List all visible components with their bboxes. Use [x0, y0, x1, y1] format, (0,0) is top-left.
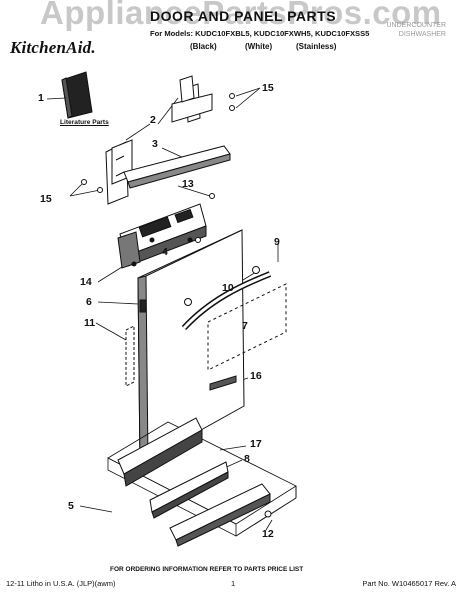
control-panel-assembly: [117, 203, 207, 269]
color-label-white: (White): [245, 42, 273, 51]
callout-5: 5: [68, 500, 74, 512]
callout-16: 16: [250, 370, 262, 382]
callout-8: 8: [244, 453, 250, 465]
toe-panel-parts: [117, 417, 272, 547]
screws: [81, 93, 235, 243]
ordering-note: FOR ORDERING INFORMATION REFER TO PARTS …: [110, 566, 304, 573]
callout-11: 11: [84, 317, 96, 329]
callout-15a: 15: [262, 82, 274, 94]
insulation-sheet: [125, 325, 135, 387]
toe-panel-outline: [107, 421, 297, 537]
callout-4: 4: [162, 246, 168, 258]
callout-13: 13: [182, 178, 194, 190]
model-list: For Models: KUDC10FXBL5, KUDC10FXWH5, KU…: [150, 29, 370, 38]
callout-1: 1: [38, 92, 44, 104]
callout-14: 14: [80, 276, 92, 288]
callout-2: 2: [150, 114, 156, 126]
appliance-type-line-2: DISHWASHER: [398, 31, 446, 38]
callout-17: 17: [250, 438, 262, 450]
literature-parts-label: Literature Parts: [60, 119, 109, 126]
color-label-black: (Black): [190, 42, 217, 51]
rating-label: [209, 375, 237, 391]
brand-logo: KitchenAid.: [10, 38, 96, 57]
callout-15b: 15: [40, 193, 52, 205]
appliance-type-line-1: UNDERCOUNTER: [386, 22, 447, 29]
door-handle: [181, 266, 287, 371]
page-title: DOOR AND PANEL PARTS: [150, 8, 337, 24]
door-panel: [137, 229, 245, 465]
callout-3: 3: [152, 138, 158, 150]
top-trim-rail: [123, 145, 231, 189]
callout-7: 7: [242, 320, 248, 332]
callout-6: 6: [86, 296, 92, 308]
footer-part-number: Part No. W10465017 Rev. A: [362, 579, 456, 588]
footer-litho: 12-11 Litho in U.S.A. (JLP)(awm): [6, 579, 116, 588]
callout-9: 9: [274, 236, 280, 248]
watermark: AppliancePartsPros.com: [40, 0, 442, 31]
door-hinge-brackets: [105, 75, 213, 205]
callout-10: 10: [222, 282, 234, 294]
callout-12: 12: [262, 528, 274, 540]
color-label-stainless: (Stainless): [296, 42, 337, 51]
literature-booklet: [61, 71, 93, 119]
footer-page-number: 1: [231, 579, 236, 588]
